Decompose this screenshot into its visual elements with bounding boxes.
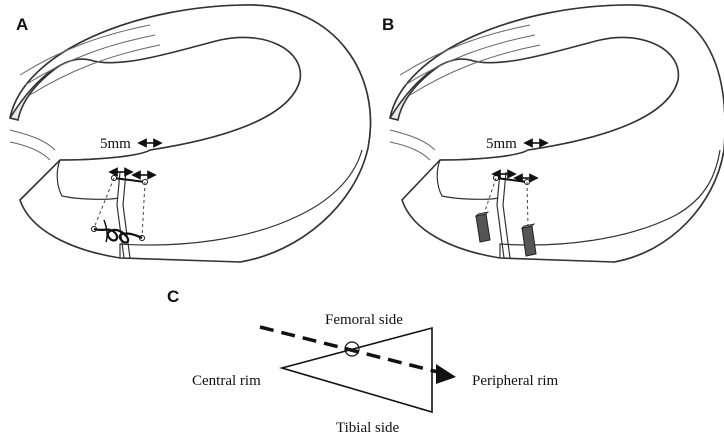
peripheral-rim-label: Peripheral rim — [472, 373, 559, 389]
suture-path-line — [259, 325, 439, 374]
meniscus-a — [9, 4, 372, 263]
central-rim-label: Central rim — [192, 373, 261, 389]
meniscus-b — [389, 4, 724, 263]
tibial-side-label: Tibial side — [336, 420, 400, 436]
femoral-side-label: Femoral side — [325, 312, 403, 328]
panel-b-letter: B — [382, 15, 394, 34]
panel-a: A 5mm — [9, 4, 372, 263]
gap-label-b: 5mm — [486, 136, 517, 152]
anchor-repair — [474, 175, 537, 257]
suture-repair — [91, 175, 148, 244]
panel-b: B 5mm — [382, 4, 724, 263]
radial-tear — [496, 171, 505, 259]
anchor-device-right — [520, 223, 537, 257]
panel-c-letter: C — [167, 287, 179, 306]
gap-label-a: 5mm — [100, 136, 131, 152]
anchor-device-left — [474, 211, 491, 243]
arrowhead-icon — [436, 364, 456, 384]
meniscus-cross-section — [279, 326, 433, 414]
entry-point-circle — [344, 341, 360, 357]
panel-a-letter: A — [16, 15, 28, 34]
panel-c: C Femoral side Tibial side Central rim P… — [167, 287, 559, 436]
